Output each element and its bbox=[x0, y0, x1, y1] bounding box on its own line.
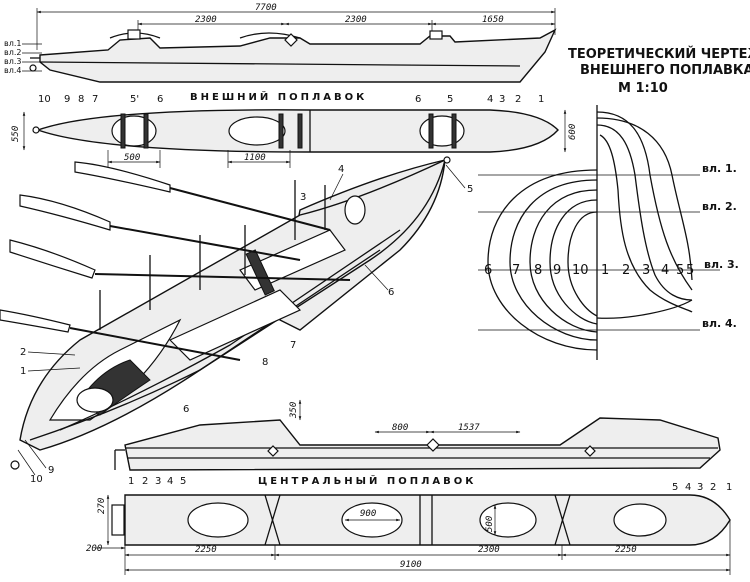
station-label: 7 bbox=[92, 94, 98, 105]
dim-central-section: 2250 bbox=[195, 545, 217, 555]
waterline-label-4: вл.4 bbox=[4, 66, 21, 75]
title-scale: М 1:10 bbox=[618, 81, 668, 96]
dim-central-cutout-width: 500 bbox=[485, 516, 495, 532]
body-station: 10 bbox=[572, 263, 589, 278]
station-label: 6 bbox=[415, 94, 421, 105]
station-label: 5' bbox=[130, 94, 139, 105]
station-label: 2 bbox=[515, 94, 521, 105]
body-station: 4 bbox=[661, 263, 669, 278]
central-station-left: 3 bbox=[155, 476, 161, 487]
dim-section-3: 1650 bbox=[482, 15, 504, 25]
outer-float-caption: ВНЕШНИЙ ПОПЛАВОК bbox=[190, 90, 367, 103]
body-station: 5 bbox=[676, 263, 684, 278]
body-station: 8 bbox=[534, 263, 542, 278]
body-station: 6 bbox=[484, 263, 492, 278]
dim-central-width: 270 bbox=[97, 498, 107, 514]
dim-central-section: 2300 bbox=[478, 545, 500, 555]
body-waterline-label: вл. 1. bbox=[702, 162, 737, 175]
body-waterline-label: вл. 2. bbox=[702, 200, 737, 213]
body-station: 5 bbox=[686, 263, 694, 278]
callout-number: 3 bbox=[300, 192, 306, 203]
dim-overall-length: 7700 bbox=[255, 3, 277, 13]
station-label: 6 bbox=[157, 94, 163, 105]
central-station-right: 2 bbox=[710, 482, 716, 493]
body-station: 1 bbox=[601, 263, 609, 278]
dim-central-overall: 9100 bbox=[400, 560, 422, 570]
station-label: 5 bbox=[447, 94, 453, 105]
station-label: 1 bbox=[538, 94, 544, 105]
callout-number: 5 bbox=[467, 184, 473, 195]
dim-cutout-length: 1100 bbox=[244, 153, 266, 163]
outer-float-plan-view: 550 600 500 1100 bbox=[11, 109, 578, 168]
station-label: 9 bbox=[64, 94, 70, 105]
dim-transom-offset: 200 bbox=[86, 544, 102, 554]
central-station-right: 4 bbox=[685, 482, 691, 493]
callout-number: 1 bbox=[20, 366, 26, 377]
station-label: 4 bbox=[487, 94, 493, 105]
central-station-right: 1 bbox=[726, 482, 732, 493]
station-label: 10 bbox=[38, 94, 51, 105]
station-label: 8 bbox=[78, 94, 84, 105]
title-line-2: ВНЕШНЕГО ПОПЛАВКА bbox=[580, 63, 750, 78]
callout-number: 6 bbox=[388, 287, 394, 298]
dim-central-hatch: 800 bbox=[392, 423, 408, 433]
waterline-label-2: вл.2 bbox=[4, 48, 21, 57]
body-station: 9 bbox=[553, 263, 561, 278]
dim-section-2: 2300 bbox=[345, 15, 367, 25]
dim-outer-width: 600 bbox=[568, 124, 578, 140]
central-float-side-view: 350 800 1537 1 2 3 4 5 5 4 3 2 1 ЦЕНТРАЛ… bbox=[114, 399, 732, 493]
central-station-right: 5 bbox=[672, 482, 678, 493]
central-station-left: 2 bbox=[142, 476, 148, 487]
callout-number: 8 bbox=[262, 357, 268, 368]
dim-hatch-length: 500 bbox=[124, 153, 140, 163]
callout-number: 10 bbox=[30, 474, 43, 485]
dim-central-height: 350 bbox=[289, 402, 299, 419]
callout-number: 9 bbox=[48, 465, 54, 476]
body-waterline-label: вл. 4. bbox=[702, 317, 737, 330]
waterline-label-1: вл.1 bbox=[4, 39, 21, 48]
station-label: 3 bbox=[499, 94, 505, 105]
central-float-caption: ЦЕНТРАЛЬНЫЙ ПОПЛАВОК bbox=[258, 474, 476, 487]
dim-section-1: 2300 bbox=[195, 15, 217, 25]
callout-number: 7 bbox=[290, 340, 296, 351]
dim-central-cutout: 900 bbox=[360, 509, 376, 519]
body-waterline-label: вл. 3. bbox=[704, 258, 739, 271]
body-station: 7 bbox=[512, 263, 520, 278]
waterline-label-3: вл.3 bbox=[4, 57, 21, 66]
dim-central-section: 2250 bbox=[615, 545, 637, 555]
central-station-left: 1 bbox=[128, 476, 134, 487]
perspective-view: 4 3 5 6 2 1 7 8 6 9 10 bbox=[0, 156, 473, 485]
callout-number: 2 bbox=[20, 347, 26, 358]
central-station-right: 3 bbox=[697, 482, 703, 493]
outer-float-side-view: 7700 2300 2300 1650 вл.1 вл.2 вл.3 вл.4 … bbox=[4, 3, 557, 105]
drawing-title: ТЕОРЕТИЧЕСКИЙ ЧЕРТЕЖ ВНЕШНЕГО ПОПЛАВКА М… bbox=[568, 46, 750, 96]
body-station: 3 bbox=[642, 263, 650, 278]
callout-number: 4 bbox=[338, 164, 344, 175]
title-line-1: ТЕОРЕТИЧЕСКИЙ ЧЕРТЕЖ bbox=[568, 46, 750, 62]
central-station-left: 5 bbox=[180, 476, 186, 487]
dim-outer-height: 550 bbox=[11, 126, 21, 142]
body-station: 2 bbox=[622, 263, 630, 278]
dim-central-deck: 1537 bbox=[458, 423, 480, 433]
central-float-plan-view: 900 500 270 200 2250 2300 2250 9100 bbox=[86, 494, 731, 575]
central-station-left: 4 bbox=[167, 476, 173, 487]
body-plan: 6 7 8 9 10 1 2 3 4 5 5 вл. 1. вл. 2. вл.… bbox=[478, 105, 739, 360]
callout-number: 6 bbox=[183, 404, 189, 415]
